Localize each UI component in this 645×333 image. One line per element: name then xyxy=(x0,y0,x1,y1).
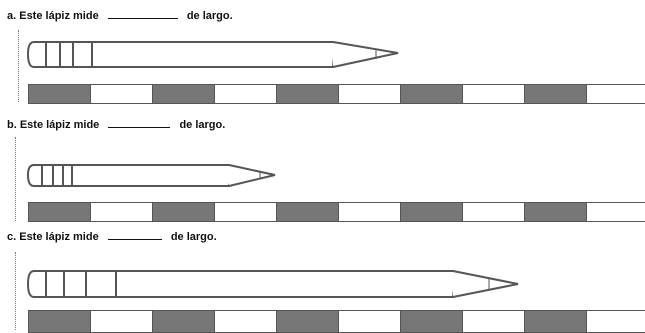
pencil-a-illustration xyxy=(26,41,399,68)
ruler-a-unit xyxy=(587,85,645,103)
ruler-a-unit xyxy=(277,85,339,103)
question-b-guide-line xyxy=(15,137,16,221)
ruler-b-unit xyxy=(215,203,277,221)
ruler-a-unit xyxy=(339,85,401,103)
question-b-answer-blank[interactable] xyxy=(108,118,171,128)
question-a-prefix: a. Este lápiz mide xyxy=(7,10,99,22)
ruler-b-unit xyxy=(29,203,91,221)
ruler-a-unit xyxy=(215,85,277,103)
pencil-b-illustration xyxy=(26,164,276,187)
ruler-b-unit xyxy=(91,203,153,221)
question-b-prefix: b. Este lápiz mide xyxy=(7,119,100,131)
pencil-a-tip xyxy=(332,41,399,68)
ruler-a-unit xyxy=(29,85,91,103)
ruler-c-unit xyxy=(215,311,277,332)
question-c-text: c. Este lápiz mide de largo. xyxy=(7,230,217,244)
question-c-answer-blank[interactable] xyxy=(107,230,162,240)
question-a-text: a. Este lápiz mide de largo. xyxy=(7,9,233,23)
pencil-c-tip xyxy=(452,270,519,298)
ruler-c-unit xyxy=(587,311,645,332)
ruler-b-unit xyxy=(401,203,463,221)
ruler-b-unit xyxy=(525,203,587,221)
question-a-suffix: de largo. xyxy=(186,10,233,22)
ruler-a xyxy=(28,84,645,104)
ruler-a-unit xyxy=(525,85,587,103)
ruler-b-unit xyxy=(587,203,645,221)
ruler-b-unit xyxy=(463,203,525,221)
ruler-c-unit xyxy=(401,311,463,332)
ruler-c-unit xyxy=(29,311,91,332)
question-c-guide-line xyxy=(15,252,16,330)
pencil-b-body xyxy=(26,164,239,187)
ruler-c xyxy=(28,310,645,333)
ruler-c-unit xyxy=(277,311,339,332)
ruler-c-unit xyxy=(339,311,401,332)
ruler-b xyxy=(28,202,645,222)
pencil-c-body xyxy=(26,270,463,298)
pencil-b-tip xyxy=(228,164,276,187)
ruler-c-unit xyxy=(91,311,153,332)
question-a-answer-blank[interactable] xyxy=(107,9,178,19)
question-c-prefix: c. Este lápiz mide xyxy=(7,231,99,243)
ruler-a-unit xyxy=(401,85,463,103)
question-b-suffix: de largo. xyxy=(179,119,226,131)
ruler-b-unit xyxy=(153,203,215,221)
ruler-a-unit xyxy=(153,85,215,103)
ruler-c-unit xyxy=(463,311,525,332)
pencil-c-illustration xyxy=(26,270,519,298)
ruler-b-unit xyxy=(339,203,401,221)
question-b-text: b. Este lápiz mide de largo. xyxy=(7,118,225,132)
ruler-c-unit xyxy=(153,311,215,332)
ruler-a-unit xyxy=(463,85,525,103)
pencil-a-body xyxy=(26,41,346,68)
ruler-c-unit xyxy=(525,311,587,332)
question-a-guide-line xyxy=(18,30,19,102)
ruler-a-unit xyxy=(91,85,153,103)
question-c-suffix: de largo. xyxy=(170,231,217,243)
ruler-b-unit xyxy=(277,203,339,221)
